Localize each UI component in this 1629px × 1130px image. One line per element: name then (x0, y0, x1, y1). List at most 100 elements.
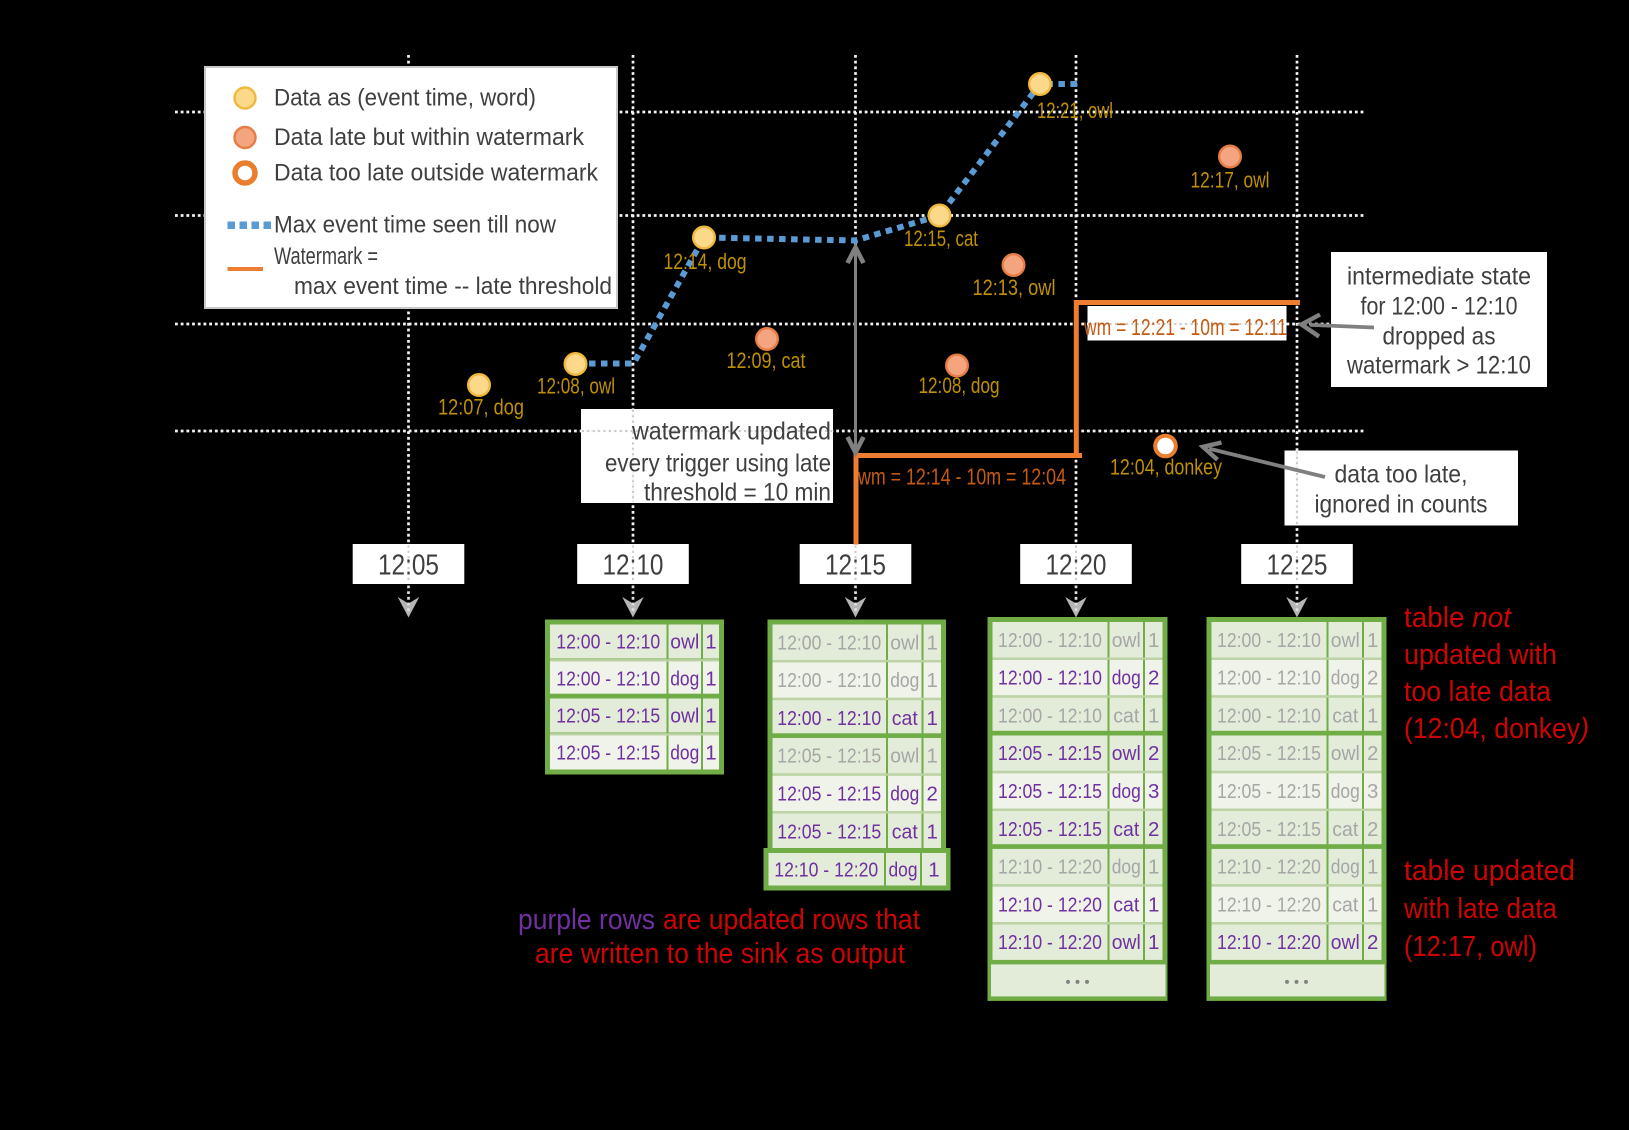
svg-text:12:09, cat: 12:09, cat (727, 348, 806, 373)
svg-text:1: 1 (927, 631, 938, 654)
svg-text:12:10 - 12:20: 12:10 - 12:20 (998, 931, 1102, 954)
svg-text:(12:17, owl): (12:17, owl) (1404, 931, 1537, 963)
svg-text:2: 2 (1367, 818, 1378, 841)
svg-text:owl: owl (1112, 742, 1141, 765)
svg-text:1: 1 (1148, 629, 1159, 652)
svg-text:12:05 - 12:15: 12:05 - 12:15 (777, 745, 881, 768)
svg-text:dog: dog (1112, 856, 1141, 879)
svg-text:owl: owl (1112, 629, 1141, 652)
svg-text:1: 1 (1367, 629, 1378, 652)
svg-text:12:05 - 12:15: 12:05 - 12:15 (998, 742, 1102, 765)
svg-text:dog: dog (1331, 667, 1360, 690)
svg-text:3: 3 (1367, 780, 1378, 803)
svg-text:for 12:00 - 12:10: for 12:00 - 12:10 (1361, 293, 1518, 321)
svg-text:Watermark =: Watermark = (274, 243, 378, 270)
svg-text:12:00 - 12:10: 12:00 - 12:10 (777, 669, 881, 692)
svg-text:table updated: table updated (1404, 855, 1575, 887)
svg-text:Max event time seen till now: Max event time seen till now (274, 212, 556, 239)
svg-text:12:10 - 12:20: 12:10 - 12:20 (998, 893, 1102, 916)
svg-text:12:05 - 12:15: 12:05 - 12:15 (777, 782, 881, 805)
svg-text:owl: owl (1331, 629, 1360, 652)
svg-text:1: 1 (705, 631, 716, 654)
svg-text:2: 2 (1367, 931, 1378, 954)
svg-text:data too late,: data too late, (1335, 461, 1468, 489)
svg-text:dog: dog (890, 782, 919, 805)
svg-text:12:00 - 12:10: 12:00 - 12:10 (1217, 629, 1321, 652)
svg-text:12:00 - 12:10: 12:00 - 12:10 (1217, 704, 1321, 727)
svg-text:owl: owl (670, 631, 699, 654)
svg-text:12:00 - 12:10: 12:00 - 12:10 (777, 631, 881, 654)
svg-text:1: 1 (1148, 856, 1159, 879)
svg-text:12:00 - 12:10: 12:00 - 12:10 (556, 668, 660, 691)
svg-text:12:05 - 12:15: 12:05 - 12:15 (556, 742, 660, 765)
svg-text:3: 3 (1148, 780, 1159, 803)
svg-text:dog: dog (1112, 667, 1141, 690)
svg-text:12:17, owl: 12:17, owl (1191, 168, 1270, 193)
svg-text:12:05: 12:05 (378, 550, 439, 582)
svg-text:cat: cat (1332, 893, 1358, 916)
svg-text:watermark > 12:10: watermark > 12:10 (1346, 352, 1531, 380)
svg-text:watermark updated: watermark updated (631, 418, 831, 446)
svg-text:12:10 - 12:20: 12:10 - 12:20 (1217, 931, 1321, 954)
svg-text:2: 2 (1148, 742, 1159, 765)
svg-text:1: 1 (705, 668, 716, 691)
svg-text:12:10 - 12:20: 12:10 - 12:20 (774, 858, 878, 881)
svg-text:1: 1 (927, 707, 938, 730)
svg-text:1: 1 (927, 669, 938, 692)
svg-text:1: 1 (1367, 704, 1378, 727)
svg-text:12:10 - 12:20: 12:10 - 12:20 (998, 856, 1102, 879)
svg-text:12:15: 12:15 (825, 550, 886, 582)
svg-text:12:10: 12:10 (603, 550, 664, 582)
svg-text:12:04, donkey: 12:04, donkey (1110, 455, 1222, 480)
svg-text:12:00 - 12:10: 12:00 - 12:10 (777, 707, 881, 730)
svg-text:12:25: 12:25 (1267, 550, 1328, 582)
svg-text:owl: owl (670, 705, 699, 728)
svg-text:12:10 - 12:20: 12:10 - 12:20 (1217, 893, 1321, 916)
svg-text:updated with: updated with (1404, 639, 1557, 671)
svg-text:dog: dog (890, 669, 919, 692)
svg-text:Data as (event time, word): Data as (event time, word) (274, 85, 536, 112)
svg-text:1: 1 (927, 745, 938, 768)
svg-text:owl: owl (890, 745, 919, 768)
svg-text:1: 1 (705, 742, 716, 765)
svg-text:table not: table not (1404, 602, 1513, 634)
svg-text:owl: owl (1112, 931, 1141, 954)
svg-text:Data late but within watermark: Data late but within watermark (274, 124, 585, 151)
svg-text:2: 2 (1148, 818, 1159, 841)
svg-text:intermediate state: intermediate state (1347, 263, 1531, 291)
svg-text:2: 2 (1367, 667, 1378, 690)
svg-text:ignored in counts: ignored in counts (1315, 491, 1488, 519)
svg-text:1: 1 (1148, 704, 1159, 727)
svg-text:12:05 - 12:15: 12:05 - 12:15 (1217, 818, 1321, 841)
svg-text:12:00 - 12:10: 12:00 - 12:10 (998, 704, 1102, 727)
svg-text:cat: cat (1332, 818, 1358, 841)
svg-text:12:08, owl: 12:08, owl (537, 374, 615, 399)
svg-text:dropped as: dropped as (1383, 323, 1496, 351)
svg-text:dog: dog (889, 858, 918, 881)
svg-text:wm = 12:21 - 10m = 12:11: wm = 12:21 - 10m = 12:11 (1083, 314, 1287, 340)
svg-text:12:05 - 12:15: 12:05 - 12:15 (998, 818, 1102, 841)
svg-text:1: 1 (1367, 893, 1378, 916)
svg-text:threshold = 10 min: threshold = 10 min (644, 479, 831, 507)
svg-text:owl: owl (1331, 742, 1360, 765)
svg-text:12:15, cat: 12:15, cat (904, 226, 978, 251)
svg-text:(12:04, donkey): (12:04, donkey) (1404, 713, 1589, 745)
svg-text:12:00 - 12:10: 12:00 - 12:10 (1217, 667, 1321, 690)
svg-text:2: 2 (927, 782, 938, 805)
svg-text:12:05 - 12:15: 12:05 - 12:15 (1217, 742, 1321, 765)
svg-text:cat: cat (1113, 893, 1139, 916)
svg-text:12:00 - 12:10: 12:00 - 12:10 (998, 629, 1102, 652)
svg-text:cat: cat (1332, 704, 1358, 727)
svg-text:12:20: 12:20 (1046, 550, 1107, 582)
svg-text:dog: dog (1331, 780, 1360, 803)
svg-text:are written to the sink as out: are written to the sink as output (535, 938, 905, 970)
svg-text:too late data: too late data (1404, 676, 1552, 708)
svg-text:1: 1 (928, 858, 939, 881)
svg-text:12:10 - 12:20: 12:10 - 12:20 (1217, 856, 1321, 879)
svg-text:dog: dog (670, 668, 699, 691)
svg-text:12:08, dog: 12:08, dog (919, 373, 1000, 398)
svg-text:12:05 - 12:15: 12:05 - 12:15 (998, 780, 1102, 803)
svg-text:are updated rows that: are updated rows that (663, 904, 920, 936)
svg-text:12:05 - 12:15: 12:05 - 12:15 (777, 820, 881, 843)
svg-text:Data too late outside watermar: Data too late outside watermark (274, 160, 599, 187)
